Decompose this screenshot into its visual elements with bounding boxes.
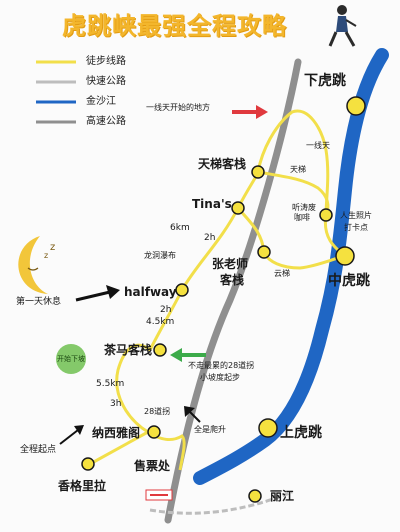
downhill-bubble: 开始下坡 xyxy=(56,344,86,374)
fast-road-line xyxy=(149,490,293,515)
place-zhong-hutiao: 中虎跳 xyxy=(328,273,370,289)
page-title: 虎跳峡最强全程攻略 xyxy=(62,12,287,40)
legend-river-label: 金沙江 xyxy=(86,96,116,107)
label-time-2h-top: 2h xyxy=(204,233,216,243)
place-xia-hutiao: 下虎跳 xyxy=(304,73,346,89)
tianti-inn-marker[interactable] xyxy=(251,165,265,179)
svg-text:z: z xyxy=(50,242,55,253)
label-tingtao-line1: 听涛废 xyxy=(292,203,316,212)
label-time-2h-mid: 2h xyxy=(160,305,172,315)
halfway-marker[interactable] xyxy=(175,283,189,297)
label-skip-bends-line2: 小坡度起步 xyxy=(200,373,240,382)
tingtao-marker[interactable] xyxy=(319,208,333,222)
place-chama-inn: 茶马客栈 xyxy=(104,343,153,357)
place-naxi-yage: 纳西雅阁 xyxy=(92,426,141,440)
label-distance-6km: 6km xyxy=(170,223,190,233)
place-zhang-inn-line1: 张老师 xyxy=(212,257,249,271)
stop-markers xyxy=(81,96,366,503)
label-yunti: 云梯 xyxy=(274,269,290,278)
label-skip-bends-line1: 不走最累的28道拐 xyxy=(188,361,255,370)
start-arrow xyxy=(59,425,84,445)
lijiang-marker[interactable] xyxy=(248,489,262,503)
legend-highway-label: 高速公路 xyxy=(86,116,126,127)
place-tianti-inn: 天梯客栈 xyxy=(198,157,247,171)
place-halfway: halfway xyxy=(124,285,177,299)
place-shang-hutiao: 上虎跳 xyxy=(280,425,322,441)
red-arrow xyxy=(232,105,268,119)
bends-trail xyxy=(147,430,186,471)
hiker-icon xyxy=(328,5,357,47)
jinsha-river xyxy=(193,48,389,485)
place-zhang-inn-line2: 客栈 xyxy=(220,273,245,287)
green-arrow xyxy=(170,348,206,362)
moon-icon: z z xyxy=(18,236,55,294)
legend-trail-label: 徒步线路 xyxy=(86,56,126,67)
label-photo-spot-line2: 打卡点 xyxy=(344,223,368,232)
label-day1-rest: 第一天休息 xyxy=(16,297,62,307)
place-shangri-la: 香格里拉 xyxy=(58,479,107,493)
label-yixiantian: 一线天 xyxy=(306,141,330,150)
tinas-marker[interactable] xyxy=(231,201,245,215)
label-yixiantian-start: 一线天开始的地方 xyxy=(146,103,210,112)
label-tingtao-line2: 咖啡 xyxy=(294,213,310,222)
label-time-3h: 3h xyxy=(110,399,122,409)
legend-fast-road-label: 快速公路 xyxy=(86,76,126,87)
zhang-inn-marker[interactable] xyxy=(257,245,271,259)
xia-hutiao-marker[interactable] xyxy=(346,96,366,116)
naxi-yage-marker[interactable] xyxy=(147,425,161,439)
chama-inn-marker[interactable] xyxy=(153,343,167,357)
yunti-loop xyxy=(236,207,346,270)
label-distance-5-5km: 5.5km xyxy=(96,379,125,389)
ticket-office-logo xyxy=(145,489,173,501)
label-full-start: 全程起点 xyxy=(20,445,57,455)
label-waterfall: 龙洞瀑布 xyxy=(144,251,176,260)
label-28-bends: 28道拐 xyxy=(144,407,171,416)
label-all-uphill: 全是爬升 xyxy=(194,425,226,434)
tianti-loop xyxy=(257,170,330,216)
label-tianti: 天梯 xyxy=(290,165,306,174)
place-ticket-office: 售票处 xyxy=(134,459,171,473)
svg-text:z: z xyxy=(44,251,48,260)
halfway-arrow xyxy=(75,285,120,302)
label-distance-4-5km: 4.5km xyxy=(146,317,175,327)
place-tinas: Tina's xyxy=(192,197,232,211)
uphill-arrow xyxy=(184,406,201,423)
main-trail xyxy=(89,109,346,466)
shangri-la-marker[interactable] xyxy=(81,457,95,471)
place-lijiang: 丽江 xyxy=(270,489,295,503)
zhong-hutiao-marker[interactable] xyxy=(335,246,355,266)
shang-hutiao-marker[interactable] xyxy=(258,418,278,438)
label-photo-spot-line1: 人生照片 xyxy=(340,211,372,220)
